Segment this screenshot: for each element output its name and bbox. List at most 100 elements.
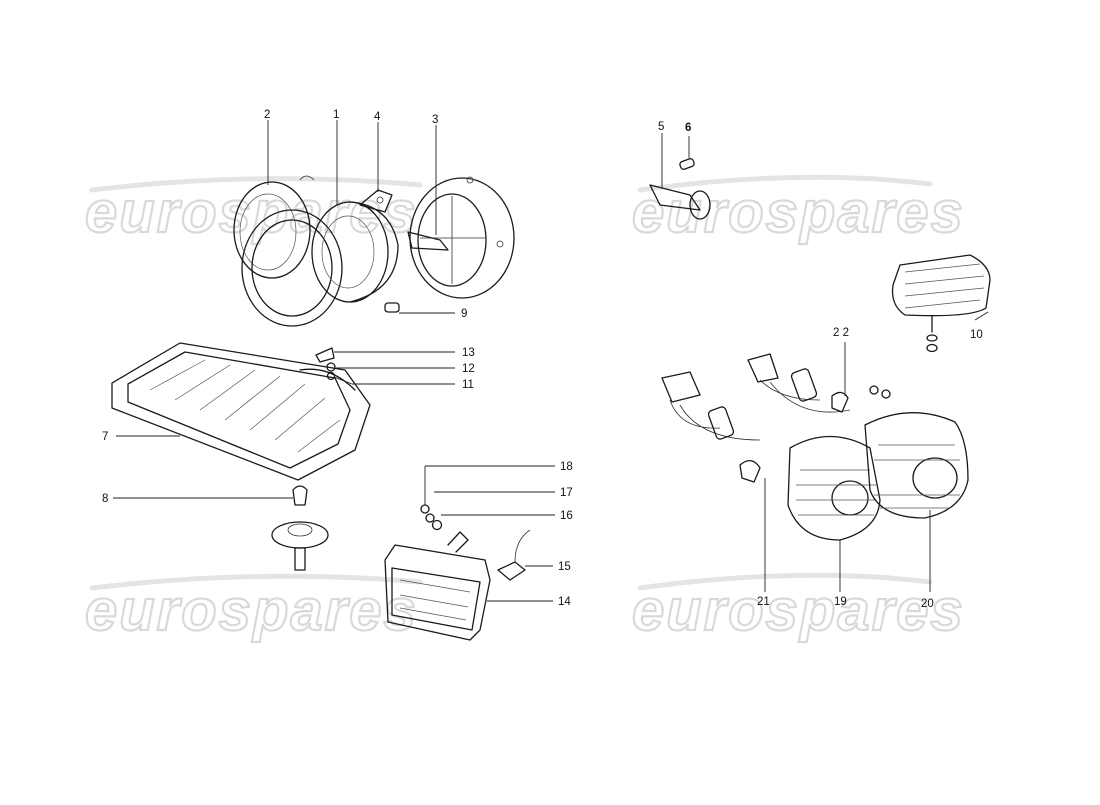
- side-repeater: [891, 254, 991, 353]
- part-1-beam-face: [321, 215, 375, 289]
- part-8-socket-plate: [271, 521, 329, 549]
- part-1-beam-body: [349, 201, 399, 303]
- watermark-swoosh: [89, 573, 423, 591]
- part-8-bulb: [292, 485, 308, 506]
- part-11-nut: [326, 371, 336, 381]
- callout-3: 3: [432, 114, 438, 126]
- callout-16: 16: [560, 510, 573, 522]
- part-7-housing-back: [299, 368, 356, 391]
- watermark-text: eurospares: [632, 578, 965, 643]
- leader-lines: [113, 120, 989, 602]
- marker-lamp: [649, 158, 711, 220]
- part-20-reflector: [912, 457, 958, 499]
- callout-20: 20: [921, 598, 934, 610]
- part-9-bulb: [384, 302, 400, 313]
- harness-connector-1: [661, 371, 701, 403]
- part-8-socket: [287, 523, 313, 537]
- headlamp-assembly: [233, 175, 515, 327]
- callout-7: 7: [102, 431, 108, 443]
- rect-headlamp: [111, 342, 371, 481]
- part-18-nut: [420, 504, 430, 514]
- part-19-lens-pattern: [796, 469, 876, 516]
- part-10-washer: [926, 334, 938, 342]
- callout-1: 1: [333, 109, 339, 121]
- trim-ring-clip: [299, 175, 315, 181]
- callout-13: 13: [462, 347, 475, 359]
- trim-ring-outer: [241, 209, 343, 327]
- callout-10: 10: [970, 329, 983, 341]
- trim-ring-inner: [251, 219, 333, 317]
- part-15-bulb-socket: [497, 561, 526, 581]
- fog-lamp: [384, 504, 531, 641]
- callout-21: 21: [757, 596, 770, 608]
- watermark-bottom-right: eurospares: [631, 572, 965, 644]
- part-5-flange: [689, 190, 711, 220]
- part-5-holder: [649, 184, 701, 211]
- part-7-lens: [127, 351, 351, 469]
- wiring-harness: [669, 379, 851, 441]
- part-14-lens: [391, 567, 481, 631]
- rear-lamps: [661, 353, 969, 541]
- watermark-text: eurospares: [85, 578, 418, 643]
- callout-2: 2: [264, 109, 270, 121]
- bulb-holder: [271, 485, 329, 571]
- part-20-lens-pattern: [874, 444, 960, 509]
- part-4-screw: [376, 196, 384, 204]
- callout-6: 6: [685, 122, 691, 134]
- part-4-bracket: [359, 189, 393, 213]
- rear-lamp-nut-2: [881, 389, 891, 399]
- watermarks: eurospares eurospares eurospares eurospa…: [84, 174, 965, 644]
- part-7-lamp-frame: [111, 342, 371, 481]
- callout-labels: 2 1 4 3 9 13 12 11 7 8 18 17 16 15 14 5 …: [102, 109, 983, 610]
- part-14-mount: [447, 531, 469, 553]
- part-3-bulb-holder: [407, 231, 449, 251]
- part-16-washer: [431, 519, 443, 531]
- part-21-bulb: [739, 460, 761, 483]
- part-2-lens: [233, 181, 311, 279]
- leader-10: [974, 311, 989, 321]
- watermark-swoosh: [637, 572, 933, 591]
- callout-12: 12: [462, 363, 475, 375]
- callout-4: 4: [374, 111, 381, 123]
- bulb-holder-a: [707, 406, 735, 440]
- part-14-lens-ribs: [399, 579, 471, 621]
- part-6-bulb: [679, 158, 695, 170]
- callout-14: 14: [558, 596, 571, 608]
- callout-15: 15: [558, 561, 571, 573]
- part-17-washer: [425, 513, 435, 523]
- callout-8: 8: [102, 493, 108, 505]
- part-10-nut: [926, 343, 938, 353]
- part-3-spring: [466, 176, 474, 184]
- rear-lamp-nut-1: [869, 385, 879, 395]
- callout-5: 5: [658, 121, 664, 133]
- part-19-lamp-body: [787, 435, 881, 541]
- watermark-bottom-left: eurospares: [84, 573, 423, 644]
- leader-11a: [333, 376, 353, 385]
- callout-17: 17: [560, 487, 573, 499]
- harness-connector-2: [747, 353, 779, 383]
- callout-19: 19: [834, 596, 847, 608]
- part-13-bracket: [315, 347, 335, 363]
- part-10-lens: [891, 254, 991, 317]
- part-8-connector: [294, 547, 306, 571]
- watermark-text: eurospares: [632, 180, 965, 245]
- watermark-swoosh: [637, 174, 933, 193]
- part-3-bowl-crossbar: [420, 196, 486, 284]
- part-3-adjuster: [496, 240, 504, 248]
- callout-9: 9: [461, 308, 467, 320]
- part-19-reflector: [831, 480, 869, 516]
- part-14-lamp-body: [384, 544, 491, 641]
- part-20-lamp-body: [864, 412, 969, 519]
- part-22-bulb: [831, 391, 849, 413]
- part-2-lens-inner: [239, 193, 297, 271]
- part-12-washer: [326, 362, 336, 372]
- part-10-lens-pattern: [904, 263, 985, 309]
- part-3-bowl-inner: [417, 193, 487, 287]
- bulb-holder-b: [790, 368, 818, 402]
- callout-18: 18: [560, 461, 573, 473]
- part-7-lens-ribs: [149, 359, 341, 453]
- callout-11: 11: [462, 379, 474, 391]
- callout-22: 2 2: [833, 327, 849, 339]
